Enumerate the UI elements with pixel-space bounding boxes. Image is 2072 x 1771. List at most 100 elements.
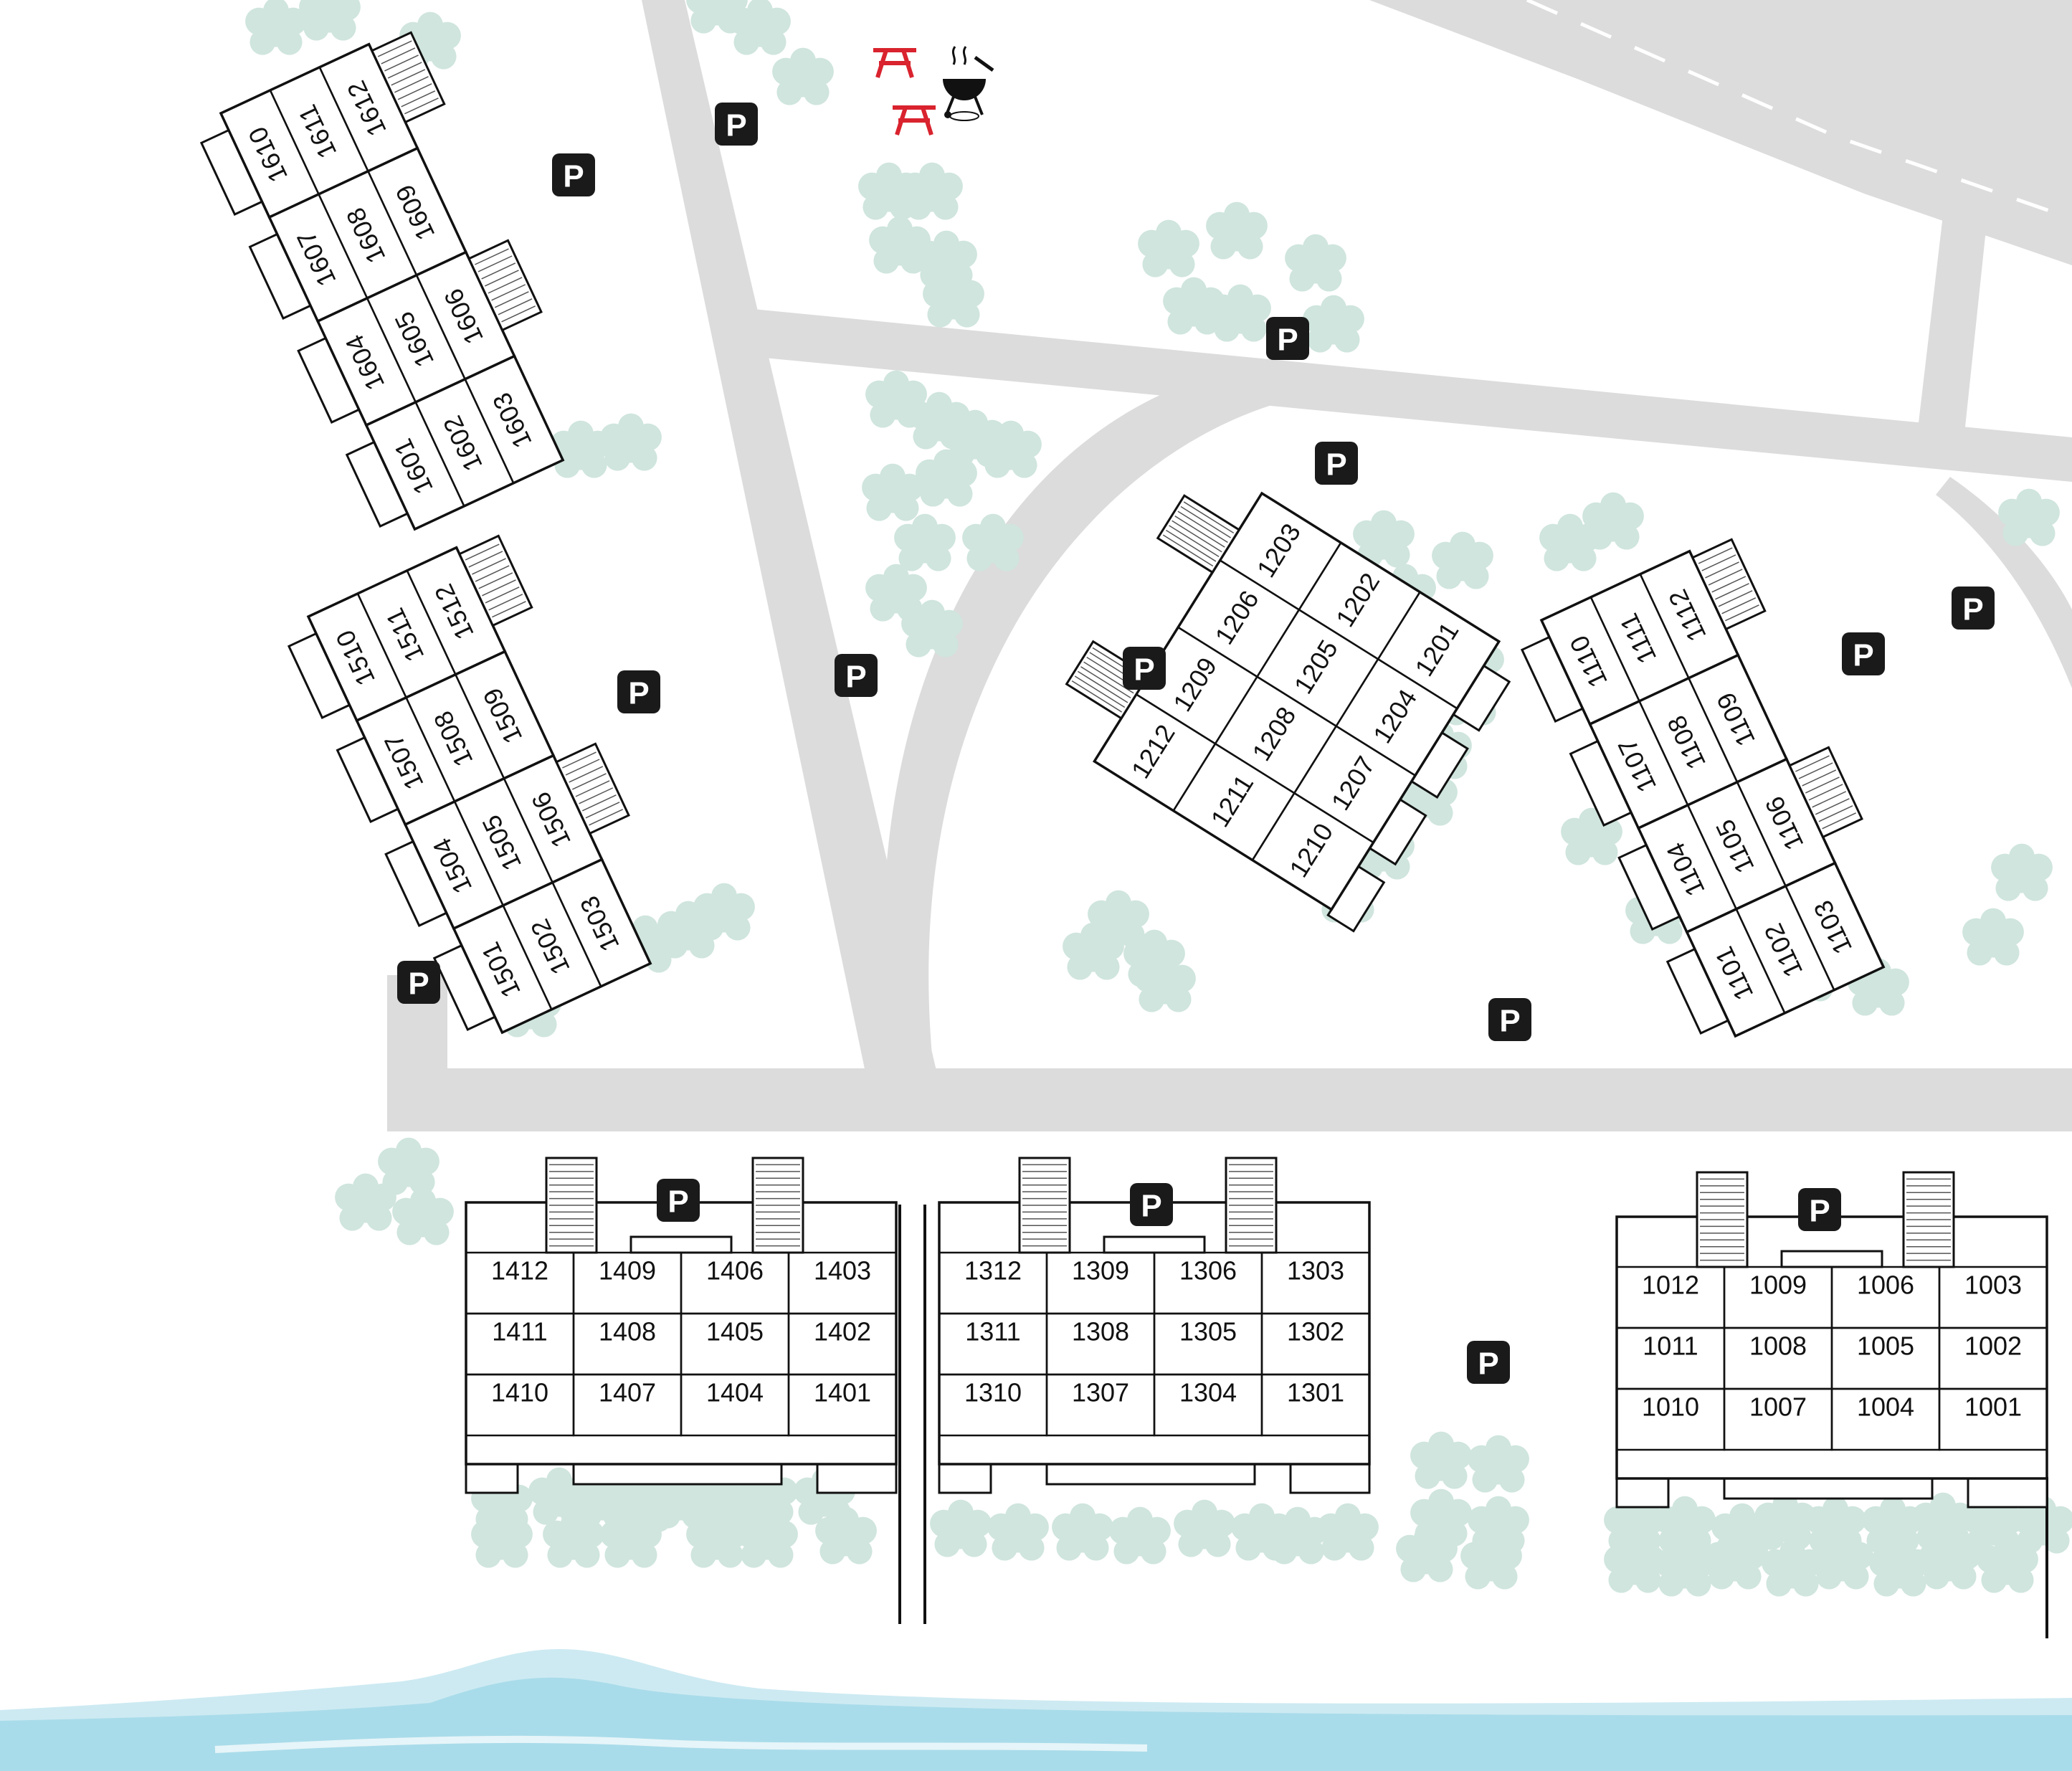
unit-number: 1301 bbox=[1287, 1378, 1344, 1407]
unit-cell[interactable] bbox=[1784, 862, 1885, 992]
unit-number: 1008 bbox=[1749, 1331, 1807, 1361]
parking-label: P bbox=[563, 159, 584, 194]
stairs-icon bbox=[1696, 1171, 1749, 1268]
tree-icon bbox=[543, 1510, 604, 1568]
stairs-icon bbox=[370, 31, 446, 124]
stairs-icon bbox=[467, 239, 543, 332]
parking-icon: P bbox=[1130, 1183, 1173, 1226]
tree-icon bbox=[600, 1510, 662, 1568]
unit-number: 1407 bbox=[599, 1378, 656, 1407]
unit-number: 1004 bbox=[1857, 1392, 1914, 1422]
parking-icon: P bbox=[1798, 1188, 1841, 1231]
road-main-horizontal bbox=[387, 1068, 2072, 1131]
parking-label: P bbox=[667, 1184, 688, 1220]
unit-number: 1305 bbox=[1179, 1317, 1237, 1347]
parking-label: P bbox=[726, 108, 746, 143]
unit-number: 1408 bbox=[599, 1317, 656, 1347]
tree-icon bbox=[1317, 1503, 1379, 1561]
parking-icon: P bbox=[1952, 587, 1995, 630]
unit-number: 1411 bbox=[492, 1317, 547, 1347]
tree-icon bbox=[1396, 1524, 1458, 1582]
stairs-icon bbox=[1156, 494, 1241, 574]
tree-icon bbox=[1468, 1435, 1529, 1493]
tree-icon bbox=[1962, 908, 2024, 966]
parking-label: P bbox=[628, 676, 649, 711]
road-west-diagonal bbox=[642, 0, 939, 1083]
unit-number: 1410 bbox=[491, 1378, 548, 1407]
tree-icon bbox=[471, 1510, 533, 1568]
parking-icon: P bbox=[397, 961, 440, 1004]
unit-cell[interactable] bbox=[1938, 1387, 2048, 1451]
stairs-icon bbox=[751, 1157, 804, 1254]
unit-cell[interactable] bbox=[1260, 1373, 1371, 1437]
tree-icon bbox=[600, 413, 662, 471]
unit-number: 1401 bbox=[814, 1378, 871, 1407]
unit-number: 1003 bbox=[1964, 1271, 2022, 1300]
unit-number: 1304 bbox=[1179, 1378, 1237, 1407]
unit-cell[interactable] bbox=[787, 1373, 898, 1437]
unit-cell[interactable] bbox=[1251, 792, 1375, 911]
tree-icon bbox=[1582, 492, 1644, 550]
water-deep bbox=[0, 1677, 2072, 1771]
tree-icon bbox=[901, 162, 963, 220]
tree-icon bbox=[1869, 1539, 1931, 1597]
building-1600: 1610161116121607160816091604160516061601… bbox=[199, 31, 565, 531]
parking-icon: P bbox=[715, 103, 758, 146]
water bbox=[0, 1649, 2072, 1771]
unit-cell[interactable] bbox=[463, 355, 564, 485]
tree-icon bbox=[335, 1173, 396, 1231]
parking-icon: P bbox=[1842, 632, 1885, 675]
tree-icon bbox=[930, 1499, 992, 1557]
tree-icon bbox=[1704, 1532, 1766, 1590]
tree-icon bbox=[980, 420, 1042, 478]
unit-number: 1405 bbox=[706, 1317, 764, 1347]
tree-icon bbox=[1561, 807, 1622, 865]
tree-icon bbox=[1977, 1535, 2038, 1593]
tree-icon bbox=[1754, 1492, 1816, 1550]
parking-icon: P bbox=[617, 670, 660, 713]
building-1200: 1203120212011206120512041209120812071212… bbox=[1065, 491, 1511, 933]
unit-number: 1406 bbox=[706, 1256, 764, 1286]
parking-icon: P bbox=[1467, 1341, 1510, 1384]
tree-icon bbox=[1410, 1431, 1472, 1489]
tree-icon bbox=[1812, 1532, 1873, 1590]
tree-icon bbox=[1267, 1506, 1329, 1565]
picnic-table-icon bbox=[873, 48, 916, 78]
tree-icon bbox=[1998, 488, 2060, 546]
tree-icon bbox=[923, 270, 984, 328]
parking-icon: P bbox=[835, 654, 878, 697]
stairs-icon bbox=[1018, 1157, 1071, 1254]
tree-icon bbox=[392, 1187, 454, 1245]
tree-icon bbox=[1206, 201, 1268, 260]
parking-label: P bbox=[1277, 323, 1298, 358]
tree-icon bbox=[1063, 922, 1124, 980]
unit-cell[interactable] bbox=[551, 858, 652, 988]
unit-number: 1011 bbox=[1643, 1331, 1698, 1361]
road-east-curve bbox=[1936, 477, 2072, 688]
tree-icon bbox=[987, 1503, 1049, 1561]
tree-icon bbox=[1210, 284, 1271, 342]
tree-icon bbox=[1654, 1496, 1716, 1554]
unit-number: 1409 bbox=[599, 1256, 656, 1286]
water-wave bbox=[214, 1735, 1148, 1753]
parking-label: P bbox=[1326, 447, 1346, 483]
tree-icon bbox=[693, 883, 755, 941]
stairs-icon bbox=[1902, 1171, 1955, 1268]
parking-label: P bbox=[408, 967, 429, 1002]
road-east-connector bbox=[1918, 215, 1986, 434]
picnic-table-icon bbox=[893, 105, 936, 136]
tree-icon bbox=[901, 599, 963, 657]
tree-icon bbox=[1285, 234, 1346, 292]
unit-number: 1009 bbox=[1749, 1271, 1807, 1300]
unit-number: 1005 bbox=[1857, 1331, 1914, 1361]
tree-icon bbox=[1654, 1539, 1716, 1597]
tree-icon bbox=[1762, 1539, 1823, 1597]
tree-icon bbox=[862, 463, 923, 521]
unit-number: 1002 bbox=[1964, 1331, 2022, 1361]
unit-number: 1309 bbox=[1072, 1256, 1129, 1286]
tree-icon bbox=[1052, 1503, 1113, 1561]
